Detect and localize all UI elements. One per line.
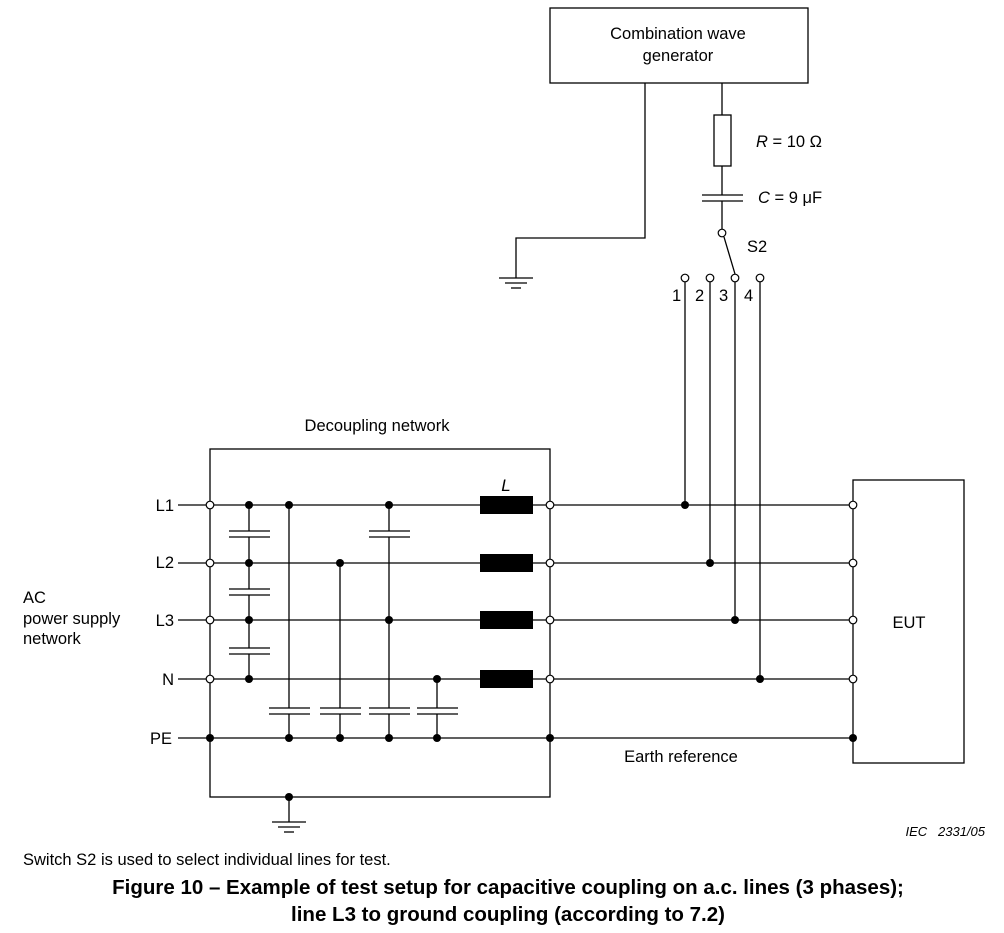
line-label-L3: L3 xyxy=(156,612,174,630)
switch-position-3: 3 xyxy=(719,287,728,305)
switch-note: Switch S2 is used to select individual l… xyxy=(23,851,391,869)
inductor-label: L xyxy=(501,476,510,495)
capacitor-L1-to-PE xyxy=(269,501,310,742)
line-label-PE: PE xyxy=(150,730,172,748)
earth-reference-label: Earth reference xyxy=(624,748,738,766)
decoupling-network-label: Decoupling network xyxy=(305,417,451,435)
line-label-N: N xyxy=(162,671,174,689)
switch-contact-4 xyxy=(755,273,765,283)
generator-ground-wire xyxy=(515,83,646,278)
inductor-N xyxy=(480,670,533,688)
inductor-L2 xyxy=(480,554,533,572)
capacitor-L2-to-PE xyxy=(320,559,361,742)
inductor-L1 xyxy=(480,496,533,514)
capacitor-L1-L3 xyxy=(369,505,410,620)
decoupling-output-terminals xyxy=(545,500,555,684)
ac-supply-label-line2: power supply xyxy=(23,610,121,628)
iec-reference: IEC 2331/05 xyxy=(906,824,986,839)
switch-position-1: 1 xyxy=(672,287,681,305)
switch-position-4: 4 xyxy=(744,287,753,305)
switch-contact-1 xyxy=(680,273,690,283)
decoupling-input-terminals xyxy=(205,500,215,684)
line-label-L1: L1 xyxy=(156,497,174,515)
switch-pivot xyxy=(717,228,727,238)
eut-label: EUT xyxy=(893,614,926,632)
switch-contact-3 xyxy=(730,273,740,283)
line-capacitors-column-1 xyxy=(229,501,270,683)
switch-blade xyxy=(723,236,736,275)
figure-caption-line1: Figure 10 – Example of test setup for ca… xyxy=(112,876,904,899)
eut-terminals xyxy=(848,500,858,742)
capacitor-label: C = 9 μF xyxy=(758,189,822,207)
figure-caption-line2: line L3 to ground coupling (according to… xyxy=(291,903,725,926)
line-label-L2: L2 xyxy=(156,554,174,572)
switch-label: S2 xyxy=(747,238,767,256)
switch-position-2: 2 xyxy=(695,287,704,305)
decoupling-ground-icon xyxy=(272,821,306,833)
resistor-symbol xyxy=(713,114,732,167)
inductor-L3 xyxy=(480,611,533,629)
capacitor-L3-to-PE xyxy=(369,501,410,742)
capacitor-N-to-PE xyxy=(417,675,458,742)
generator-title-line1: Combination wave xyxy=(610,25,746,43)
generator-box xyxy=(549,7,809,84)
switch-contact-2 xyxy=(705,273,715,283)
resistor-label: R = 10 Ω xyxy=(756,133,822,151)
ac-supply-label-line1: AC xyxy=(23,589,46,607)
generator-title-line2: generator xyxy=(643,47,714,65)
generator-ground-icon xyxy=(499,277,533,289)
ac-supply-label-line3: network xyxy=(23,630,82,648)
coupling-capacitor-symbol xyxy=(702,194,743,202)
